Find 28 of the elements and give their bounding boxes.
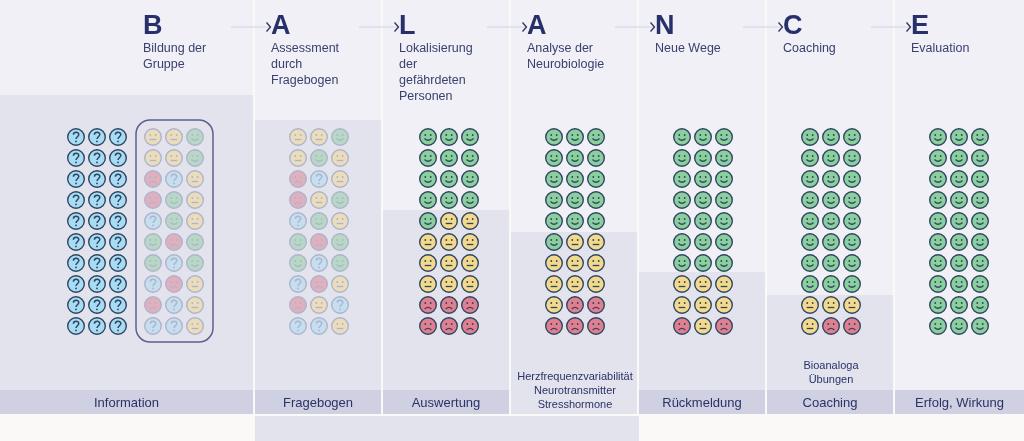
stage-label: Fragebogen: [282, 394, 354, 410]
step-title: Coaching: [783, 40, 837, 56]
step-title: Analyse der Neurobiologie: [527, 40, 606, 72]
step-letter: A: [271, 10, 292, 40]
stage-label: Rückmeldung: [662, 394, 742, 410]
step-title: Lokalisierung der gefährdeten Personen: [399, 40, 474, 104]
annotation-text: Bioanaloga Übungen: [803, 358, 859, 386]
stage-label: Erfolg, Wirkung: [915, 394, 1004, 410]
stage-label: Auswertung: [411, 394, 481, 410]
step-letter: A: [527, 10, 548, 40]
step-title: Assessment durch Fragebogen: [271, 40, 341, 88]
step-letter: C: [783, 10, 804, 40]
step-title: Evaluation: [911, 40, 971, 56]
step-letter: L: [399, 10, 417, 40]
step-title: Bildung der Gruppe: [143, 40, 208, 72]
step-title: Neue Wege: [655, 40, 722, 56]
stage-bar: [639, 390, 765, 414]
stage-bar: [383, 390, 509, 414]
stage-label: Coaching: [802, 394, 858, 410]
stage-label: Information: [93, 394, 159, 410]
stage-bar: [767, 390, 893, 414]
step-letter: B: [143, 10, 164, 40]
step-letter: N: [655, 10, 676, 40]
step-letter: E: [911, 10, 930, 40]
stage-bar: [0, 390, 253, 414]
stage-bar: [255, 390, 381, 414]
annotation-text: Herzfrequenzvariabilität Neurotransmitter Stresshormone: [517, 369, 633, 411]
stage-bar: [895, 390, 1024, 414]
